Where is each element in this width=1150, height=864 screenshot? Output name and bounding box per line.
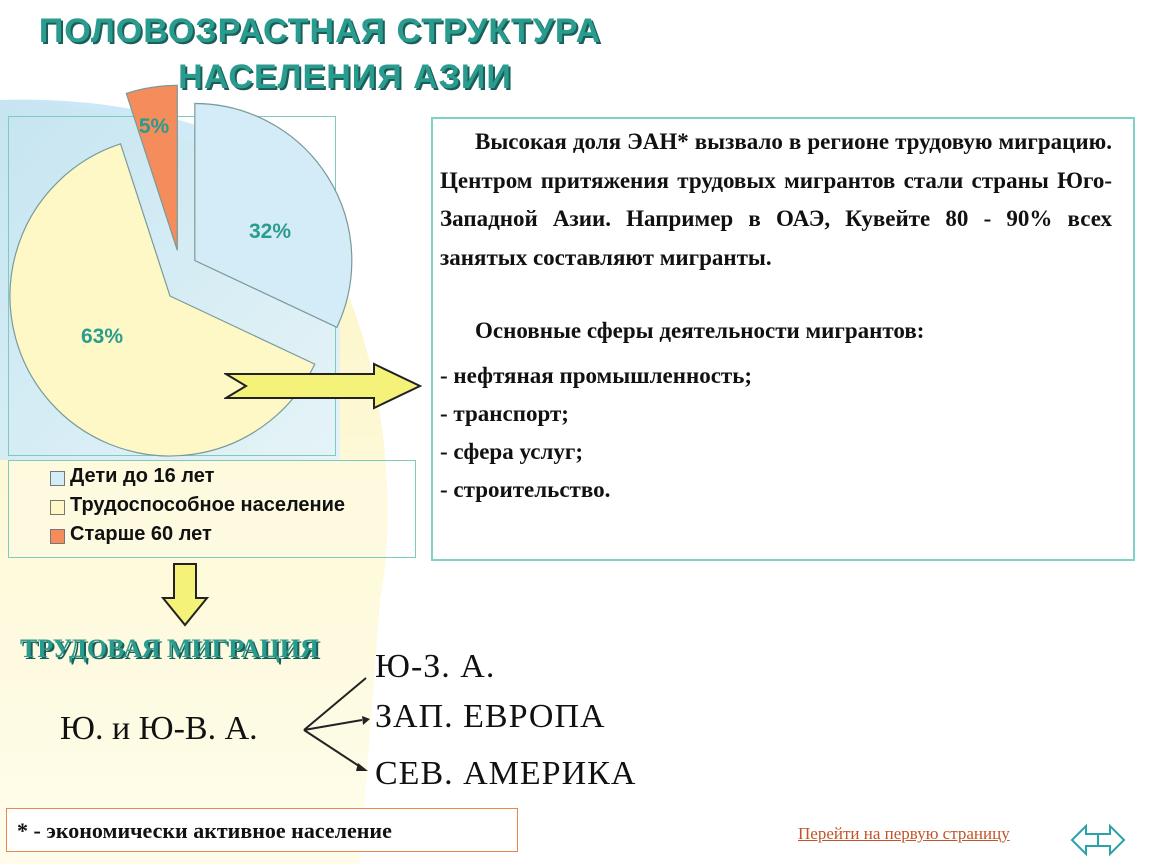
list-item: - сфера услуг;: [440, 439, 583, 464]
chart-legend: [8, 460, 416, 558]
arrow-down-icon: [160, 563, 210, 627]
legend-swatch-children: [50, 471, 65, 486]
title-line-1: ПОЛОВОЗРАСТНАЯ СТРУКТУРА: [38, 12, 602, 50]
arrow-right-icon: [224, 362, 423, 410]
migration-source: Ю. и Ю-В. А.: [60, 710, 258, 747]
info-textbox: [431, 117, 1135, 561]
pie-data-label: 63%: [81, 325, 123, 348]
legend-item-children: Дети до 16 лет: [70, 465, 215, 487]
title-line-2: НАСЕЛЕНИЯ АЗИИ: [178, 58, 512, 96]
pie-slice-1: [194, 102, 353, 329]
list-item: - нефтяная промышленность;: [440, 363, 753, 388]
legend-swatch-elderly: [50, 529, 65, 544]
migration-title: ТРУДОВАЯ МИГРАЦИЯ: [20, 634, 319, 663]
migration-arrows: [303, 677, 370, 771]
pie-data-label: 32%: [249, 220, 291, 243]
migration-destination: СЕВ. АМЕРИКА: [375, 755, 637, 792]
page-title: ПОЛОВОЗРАСТНАЯ СТРУКТУРА НАСЕЛЕНИЯ АЗИИ: [0, 8, 660, 100]
pie-slice-3: [125, 84, 178, 251]
legend-item-elderly: Старше 60 лет: [70, 523, 212, 545]
legend-item-working: Трудоспособное население: [70, 494, 346, 516]
info-paragraph-1: Высокая доля ЭАН* вызвало в регионе труд…: [440, 129, 1112, 270]
list-item: - транспорт;: [440, 401, 569, 426]
arrow-right-icon[interactable]: [1096, 822, 1126, 858]
first-page-link[interactable]: Перейти на первую страницу: [798, 824, 1010, 843]
pie-data-label: 5%: [139, 115, 170, 138]
list-item: - строительство.: [440, 477, 611, 502]
info-paragraph-2: Основные сферы деятельности мигрантов:: [475, 318, 925, 343]
footnote: * - экономически активное население: [6, 808, 518, 852]
migration-destination: ЗАП. ЕВРОПА: [375, 698, 606, 735]
migration-destination: Ю-З. А.: [375, 648, 496, 685]
legend-swatch-working: [50, 500, 65, 515]
